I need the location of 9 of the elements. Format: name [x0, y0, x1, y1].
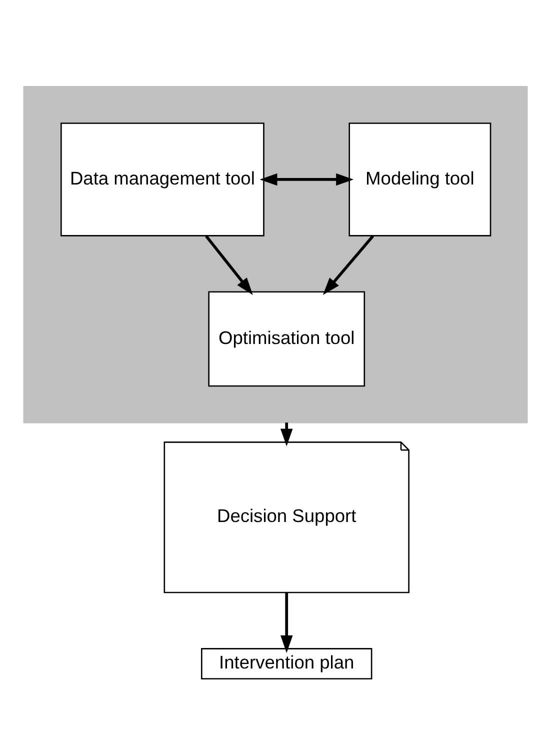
node-box: Modeling tool — [348, 122, 492, 236]
cluster — [23, 86, 528, 423]
arrow — [322, 234, 374, 294]
arrow — [280, 592, 293, 652]
node-box: Optimisation tool — [208, 290, 366, 386]
node-box: Intervention plan — [201, 648, 372, 679]
node-box: Data management tool — [60, 122, 264, 236]
arrow — [260, 172, 354, 186]
arrow — [205, 234, 253, 295]
